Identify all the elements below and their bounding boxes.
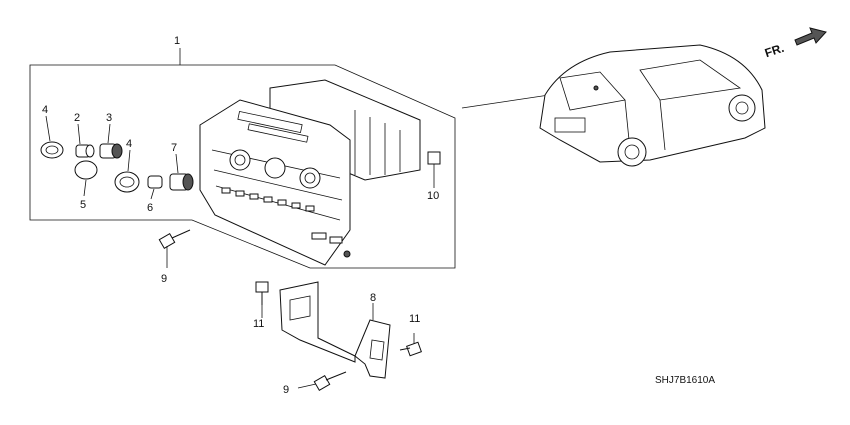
screw-part-9: [158, 229, 191, 268]
callout-11a: 11: [253, 318, 264, 330]
leader-4a: [45, 115, 51, 142]
leader-7: [175, 153, 179, 174]
screw-part-11-left: [255, 281, 269, 318]
knob-part-4-b: [114, 171, 140, 193]
knob-part-5: [74, 160, 98, 180]
knob-part-4: [40, 141, 64, 159]
knob-part-6: [147, 175, 163, 189]
callout-11b: 11: [409, 313, 420, 325]
callout-3: 3: [106, 112, 112, 124]
callout-10: 10: [427, 190, 439, 202]
callout-9b: 9: [283, 384, 289, 396]
knob-part-2: [75, 144, 95, 158]
screw-part-11-right: [399, 333, 422, 357]
callout-4b: 4: [126, 138, 132, 150]
leader-2: [77, 123, 81, 145]
callout-7: 7: [171, 142, 177, 154]
screw-part-9-lower: [297, 371, 347, 392]
callout-5: 5: [80, 199, 86, 211]
assembly-boundary: [29, 64, 456, 269]
callout-9a: 9: [161, 273, 167, 285]
callout-1: 1: [174, 35, 180, 47]
leader-3: [107, 123, 111, 144]
callout-6: 6: [147, 202, 153, 214]
leader-5: [83, 179, 87, 197]
front-direction-arrow: FR.: [763, 27, 827, 60]
callout-8: 8: [370, 292, 376, 304]
callout-2: 2: [74, 112, 80, 124]
knob-part-7: [169, 173, 194, 191]
callout-4a: 4: [42, 104, 48, 116]
audio-unit: [199, 79, 421, 266]
diagram-code: SHJ7B1610A: [655, 375, 715, 386]
leader-4b: [127, 149, 131, 172]
leader-6: [150, 188, 155, 200]
vehicle-illustration: [539, 44, 766, 167]
bracket-part-8: [279, 281, 391, 379]
knob-part-3: [99, 143, 123, 159]
clip-part-10: [427, 151, 441, 180]
direction-label: FR.: [763, 41, 786, 60]
